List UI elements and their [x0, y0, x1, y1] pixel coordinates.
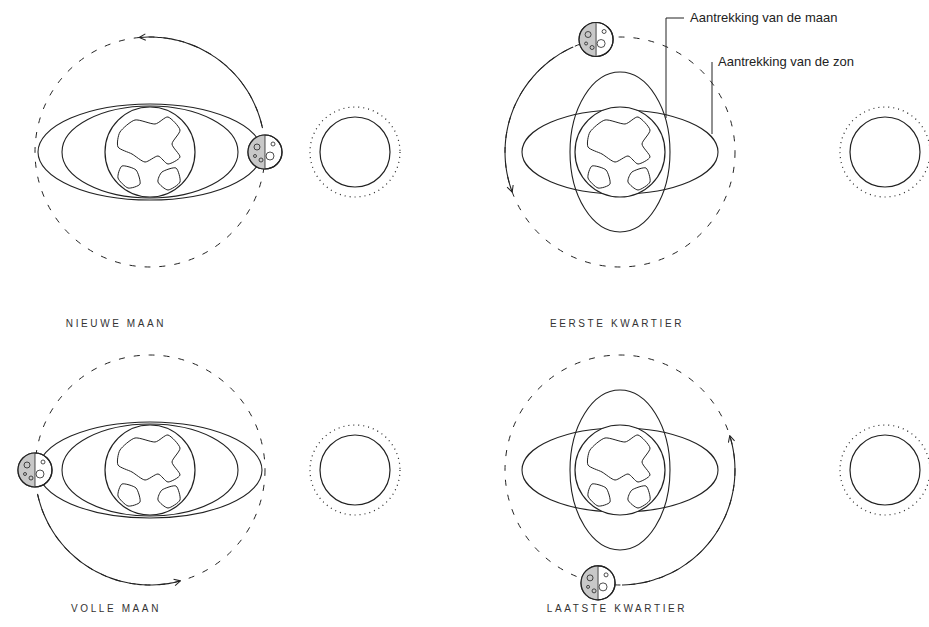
- tide-panel: [505, 23, 929, 267]
- moon: [248, 135, 282, 169]
- moon-orbit: [35, 355, 265, 585]
- sun-glow: [310, 107, 400, 197]
- sun: [320, 117, 390, 187]
- tidal-bulge: [570, 72, 670, 232]
- moon-orbit: [505, 355, 735, 585]
- moon: [18, 453, 52, 487]
- continent: [158, 486, 180, 508]
- phase-title: EERSTE KWARTIER: [550, 318, 684, 330]
- continent: [158, 168, 180, 190]
- phase-title: VOLLE MAAN: [71, 603, 161, 615]
- earth: [105, 425, 195, 515]
- moon-orbit: [505, 37, 735, 267]
- phase-title: LAATSTE KWARTIER: [547, 603, 687, 615]
- moon: [579, 23, 613, 57]
- sun: [850, 117, 920, 187]
- tide-panel: [35, 37, 400, 267]
- orbit-arrow: [505, 47, 573, 191]
- callout-label: Aantrekking van de maan: [690, 10, 837, 26]
- tide-panel: [18, 355, 400, 585]
- sun: [850, 435, 920, 505]
- sun-glow: [840, 107, 929, 197]
- tidal-bulge: [38, 104, 262, 200]
- moon-orbit: [35, 37, 265, 267]
- continent: [587, 435, 650, 482]
- continent: [588, 166, 610, 188]
- continent: [587, 117, 650, 164]
- tide-panel: [505, 355, 929, 600]
- tidal-bulge: [62, 106, 238, 198]
- phase-title: NIEUWE MAAN: [66, 318, 166, 330]
- sun-glow: [310, 425, 400, 515]
- leader-line: [712, 62, 713, 134]
- tidal-bulge: [62, 424, 238, 516]
- continent: [118, 484, 140, 506]
- continent: [118, 166, 140, 188]
- sun-glow: [840, 425, 929, 515]
- earth: [575, 425, 665, 515]
- continent: [628, 486, 650, 508]
- continent: [117, 435, 180, 482]
- moon: [581, 566, 615, 600]
- earth: [575, 107, 665, 197]
- leader-line: [666, 18, 684, 118]
- callout-label: Aantrekking van de zon: [718, 54, 854, 70]
- continent: [628, 168, 650, 190]
- sun: [320, 435, 390, 505]
- tidal-bulge: [38, 422, 262, 518]
- earth: [105, 107, 195, 197]
- continent: [588, 484, 610, 506]
- tidal-bulge: [570, 390, 670, 550]
- continent: [117, 117, 180, 164]
